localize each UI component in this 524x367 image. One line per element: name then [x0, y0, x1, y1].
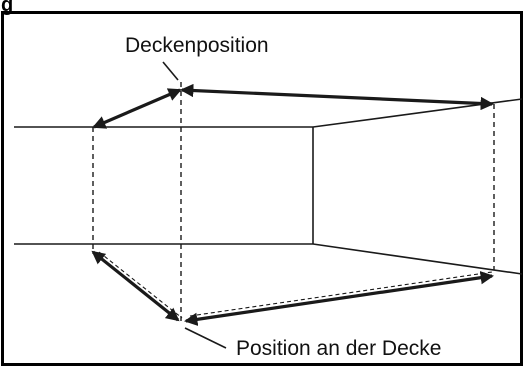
ceiling-arrow-left — [92, 88, 182, 129]
label-ceiling-position: Deckenposition — [125, 34, 269, 57]
figure-frame — [1, 11, 523, 366]
room-outline — [14, 98, 523, 275]
floor-arrows — [91, 250, 494, 326]
floor-arrow-right — [184, 271, 494, 326]
floor-guide-left — [98, 251, 183, 319]
leader-top — [162, 61, 179, 81]
ceiling-arrow-right — [179, 83, 495, 111]
label-position-on-ceiling: Position an der Decke — [236, 337, 441, 360]
floor-guide-right — [189, 271, 493, 317]
label-leaders — [162, 61, 227, 349]
ceiling-arrows — [92, 83, 495, 129]
floor-arrow-left — [91, 250, 180, 322]
floor-arrow-guides — [98, 251, 493, 319]
floor-edge-right — [312, 243, 523, 275]
leader-bottom — [184, 327, 227, 349]
